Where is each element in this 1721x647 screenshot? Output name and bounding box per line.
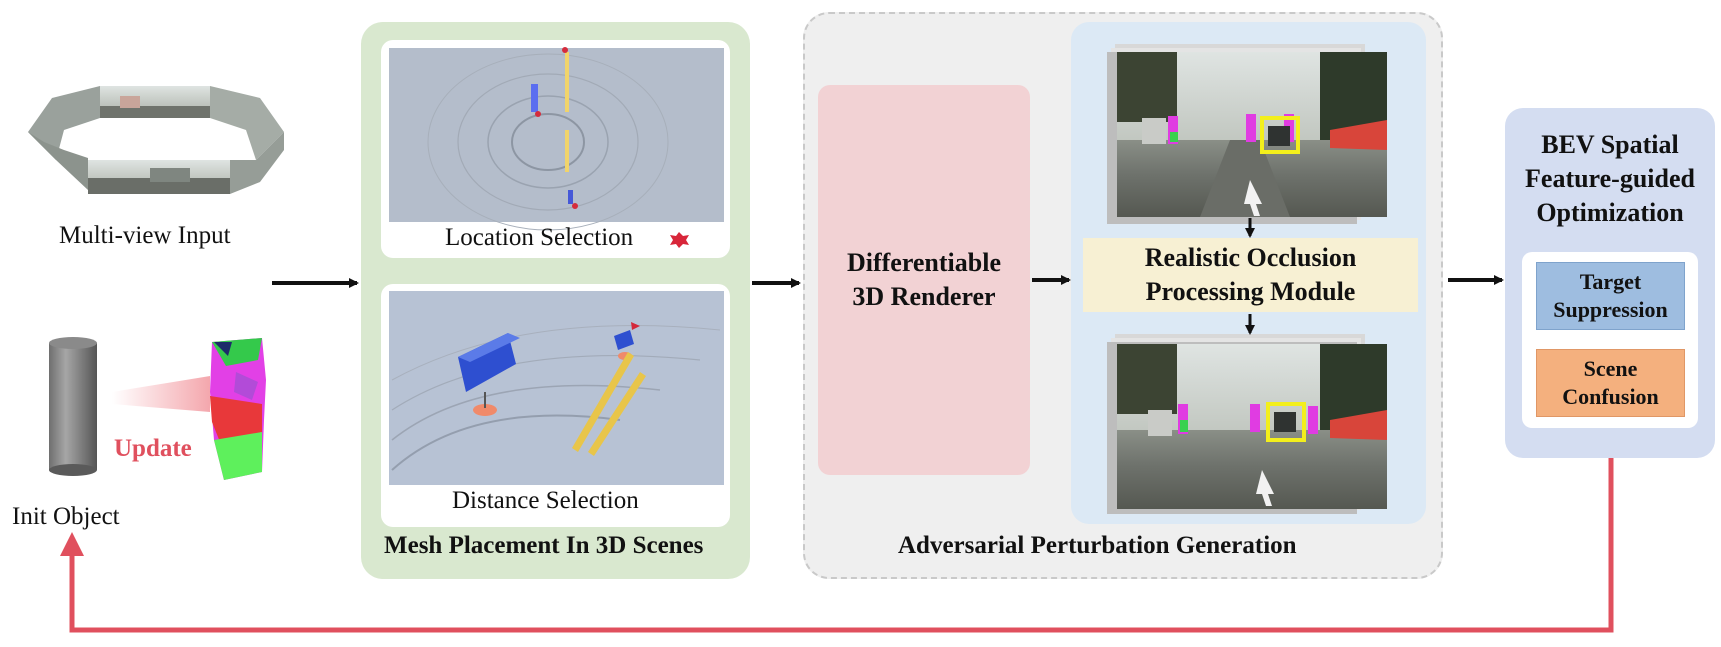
- textured-object: [210, 338, 266, 480]
- target-suppression-box: Target Suppression: [1536, 262, 1685, 330]
- renderer-line1: Differentiable: [846, 248, 1002, 277]
- bev-title-line3: Optimization: [1536, 198, 1684, 227]
- differentiable-renderer-box: Differentiable 3D Renderer: [818, 85, 1030, 475]
- renderer-line2: 3D Renderer: [852, 282, 996, 311]
- scene-line1: Scene: [1583, 356, 1638, 381]
- multiview-label: Multi-view Input: [59, 222, 231, 249]
- scene-line2: Confusion: [1562, 384, 1659, 409]
- location-point-cloud: [389, 47, 724, 231]
- distance-point-cloud: [389, 291, 724, 485]
- location-selection-label: Location Selection: [445, 224, 634, 251]
- update-beam: [112, 376, 210, 412]
- scene-image-bottom: [1107, 334, 1387, 514]
- bev-title-line1: BEV Spatial: [1541, 130, 1679, 159]
- scene-confusion-box: Scene Confusion: [1536, 349, 1685, 417]
- target-line1: Target: [1579, 269, 1642, 294]
- mesh-panel-title: Mesh Placement In 3D Scenes: [384, 532, 704, 559]
- target-line2: Suppression: [1553, 297, 1668, 322]
- multiview-camera-ring: [28, 86, 284, 194]
- feedback-arrow: [69, 458, 1614, 633]
- occlusion-module-box: Realistic Occlusion Processing Module: [1083, 238, 1418, 312]
- update-label: Update: [114, 435, 192, 462]
- feedback-arrow-head: [60, 532, 84, 556]
- scene-image-top: [1107, 44, 1387, 224]
- location-star-icon: [670, 232, 689, 248]
- adv-panel-title: Adversarial Perturbation Generation: [898, 532, 1297, 559]
- init-object-label: Init Object: [12, 503, 120, 530]
- occlusion-line1: Realistic Occlusion: [1144, 243, 1357, 272]
- init-object-cylinder: [49, 337, 97, 476]
- bev-title: BEV Spatial Feature-guided Optimization: [1505, 128, 1715, 230]
- occlusion-line2: Processing Module: [1145, 277, 1356, 306]
- distance-selection-label: Distance Selection: [452, 487, 639, 514]
- bev-title-line2: Feature-guided: [1525, 164, 1695, 193]
